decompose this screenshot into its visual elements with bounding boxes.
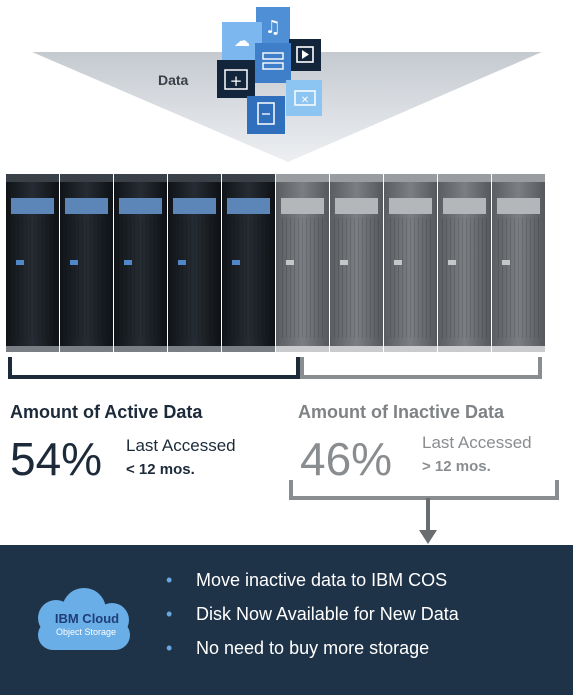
active-percent: 54% <box>10 433 103 485</box>
inactive-bracket <box>300 357 542 379</box>
active-bracket <box>8 357 300 379</box>
medical-kit-icon: + <box>217 60 255 98</box>
document-icon <box>247 96 285 134</box>
benefit-list: Move inactive data to IBM COS Disk Now A… <box>166 570 459 672</box>
inactive-data-title: Amount of Inactive Data <box>298 402 505 422</box>
inactive-server-rack <box>384 174 437 352</box>
cloud-subtitle: Object Storage <box>55 627 117 637</box>
inactive-server-rack <box>330 174 383 352</box>
server-racks <box>6 174 545 352</box>
svg-text:+: + <box>230 72 243 90</box>
inactive-server-rack <box>438 174 491 352</box>
list-item: Disk Now Available for New Data <box>166 604 459 624</box>
active-server-rack <box>114 174 167 352</box>
active-server-rack <box>168 174 221 352</box>
active-data-title: Amount of Active Data <box>10 402 203 422</box>
video-play-icon <box>289 39 321 71</box>
inactive-last-accessed: Last Accessed <box>422 433 532 452</box>
data-funnel: ♫ ☁ + ✕ <box>32 7 542 162</box>
folder-x-icon: ✕ <box>286 80 322 116</box>
funnel-label: Data <box>158 72 189 88</box>
server-file-icon <box>255 43 291 83</box>
arrow-head-icon <box>419 530 437 544</box>
active-server-rack <box>222 174 275 352</box>
active-server-rack <box>60 174 113 352</box>
inactive-server-rack <box>492 174 545 352</box>
ibm-cloud-icon <box>38 588 130 650</box>
inactive-percent: 46% <box>300 433 393 485</box>
svg-text:✕: ✕ <box>301 95 309 106</box>
active-server-rack <box>6 174 59 352</box>
active-range: < 12 mos. <box>126 461 195 478</box>
svg-text:♫: ♫ <box>265 17 281 38</box>
active-last-accessed: Last Accessed <box>126 436 236 455</box>
cloud-title: IBM Cloud <box>54 611 120 626</box>
list-item: No need to buy more storage <box>166 638 459 658</box>
list-item: Move inactive data to IBM COS <box>166 570 459 590</box>
inactive-lower-bracket <box>289 480 559 544</box>
inactive-server-rack <box>276 174 329 352</box>
svg-text:☁: ☁ <box>234 31 250 50</box>
inactive-range: > 12 mos. <box>422 458 491 475</box>
